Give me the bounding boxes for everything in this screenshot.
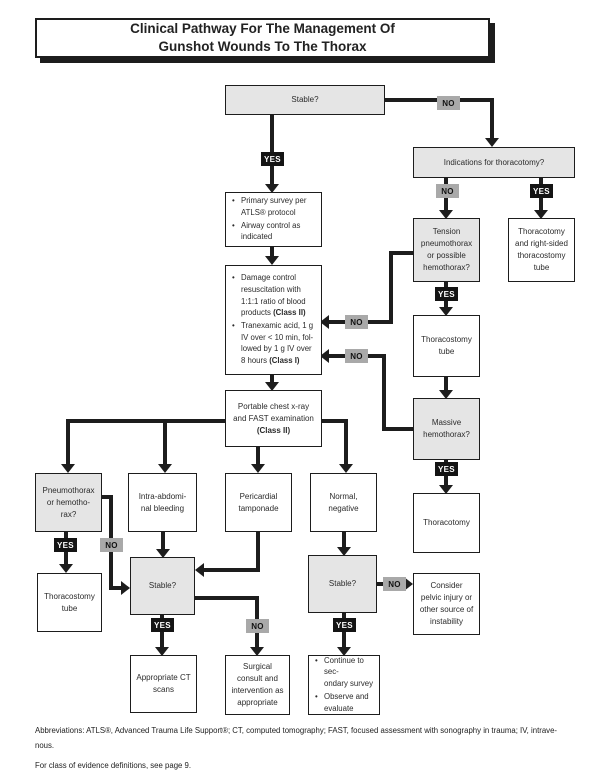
label-no: NO	[383, 577, 406, 591]
arrowhead-down-icon	[251, 464, 265, 473]
node-stable-left: Stable?	[130, 557, 195, 615]
arrowhead-down-icon	[265, 184, 279, 193]
connector-damage-portable	[270, 375, 274, 383]
bullet-icon: •	[315, 655, 318, 665]
arrowhead-down-icon	[485, 138, 499, 147]
arrowhead-down-icon	[61, 464, 75, 473]
page-title: Clinical Pathway For The Management Of G…	[35, 18, 490, 58]
arrowhead-down-icon	[265, 256, 279, 265]
connector-stableleft-no-h	[195, 596, 259, 600]
arrowhead-down-icon	[337, 647, 351, 656]
connector-pneumo-no-h2	[109, 586, 122, 590]
node-stable-top: Stable?	[225, 85, 385, 115]
connector-tension-no-v	[389, 251, 393, 322]
connector-primary-damage	[270, 247, 274, 257]
page-title-line2: Gunshot Wounds To The Thorax	[158, 39, 367, 54]
arrowhead-down-icon	[250, 647, 264, 656]
node-consider-pelvic-injury: Consider pelvic injury or other source o…	[413, 573, 480, 635]
node-tension-pneumothorax: Tension pneumothorax or possible hemotho…	[413, 218, 480, 282]
connector-pneumo-no-h1	[102, 495, 113, 499]
connector-portable-pericardial	[256, 447, 260, 465]
label-yes: YES	[151, 618, 174, 632]
node-pneumothorax-hemothorax: Pneumothorax or hemotho- rax?	[35, 473, 102, 532]
arrowhead-down-icon	[439, 390, 453, 399]
label-yes: YES	[435, 287, 458, 301]
label-no: NO	[345, 315, 368, 329]
label-no: NO	[436, 184, 459, 198]
label-no: NO	[437, 96, 460, 110]
bullet-icon: •	[232, 220, 235, 230]
arrowhead-left-icon	[320, 315, 329, 329]
node-damage-control: •Damage control resuscitation with 1:1:1…	[225, 265, 322, 375]
connector-tube-massive	[444, 377, 448, 391]
connector-normal-stable	[342, 532, 346, 548]
page-title-line1: Clinical Pathway For The Management Of	[130, 20, 395, 36]
arrowhead-down-icon	[59, 564, 73, 573]
connector-massive-no-v	[382, 354, 386, 431]
node-thoracotomy-right-sided: Thoracotomy and right-sided thoracostomy…	[508, 218, 575, 282]
footer-abbreviations: Abbreviations: ATLS®, Advanced Trauma Li…	[35, 726, 558, 750]
connector-massive-no-h1	[382, 427, 413, 431]
arrowhead-down-icon	[155, 647, 169, 656]
arrowhead-down-icon	[439, 210, 453, 219]
label-no: NO	[246, 619, 269, 633]
label-yes: YES	[54, 538, 77, 552]
arrowhead-right-icon	[404, 577, 413, 591]
arrowhead-down-icon	[156, 549, 170, 558]
connector-tension-no-h1	[389, 251, 413, 255]
node-portable-xray-fast: Portable chest x-ray and FAST examinatio…	[225, 390, 322, 447]
arrowhead-down-icon	[265, 382, 279, 391]
node-continue-secondary-survey: •Continue to sec- ondary survey •Observe…	[308, 655, 380, 715]
node-thoracostomy-tube-left: Thoracostomy tube	[37, 573, 102, 632]
bullet-icon: •	[232, 196, 235, 206]
connector-portable-left-h	[66, 419, 225, 423]
label-yes: YES	[530, 184, 553, 198]
arrowhead-down-icon	[337, 547, 351, 556]
node-massive-hemothorax: Massive hemothorax?	[413, 398, 480, 460]
arrowhead-down-icon	[439, 485, 453, 494]
arrowhead-right-icon	[121, 581, 130, 595]
node-primary-survey: •Primary survey per ATLS® protocol •Airw…	[225, 192, 322, 247]
label-no: NO	[100, 538, 123, 552]
connector-pericardial-h	[203, 568, 260, 572]
node-thoracotomy: Thoracotomy	[413, 493, 480, 553]
arrowhead-down-icon	[534, 210, 548, 219]
bullet-icon: •	[315, 691, 318, 701]
connector-stable-yes-v	[270, 115, 274, 185]
node-indications-thoracotomy: Indications for thoracotomy?	[413, 147, 575, 178]
label-yes: YES	[333, 618, 356, 632]
node-intraabdominal-bleeding: Intra-abdomi- nal bleeding	[128, 473, 197, 532]
arrowhead-left-icon	[320, 349, 329, 363]
connector-portable-normal-h	[322, 419, 348, 423]
label-yes: YES	[261, 152, 284, 166]
arrowhead-down-icon	[339, 464, 353, 473]
arrowhead-left-icon	[195, 563, 204, 577]
connector-portable-intra-v	[163, 419, 167, 465]
node-surgical-consult: Surgical consult and intervention as app…	[225, 655, 290, 715]
node-stable-right: Stable?	[308, 555, 377, 613]
arrowhead-down-icon	[439, 307, 453, 316]
arrowhead-down-icon	[158, 464, 172, 473]
node-thoracostomy-tube-right: Thoracostomy tube	[413, 315, 480, 377]
node-pericardial-tamponade: Pericardial tamponade	[225, 473, 292, 532]
node-appropriate-ct-scans: Appropriate CT scans	[130, 655, 197, 713]
connector-stable-no-v	[490, 98, 494, 140]
label-yes: YES	[435, 462, 458, 476]
connector-intra-stable	[161, 532, 165, 550]
bullet-icon: •	[232, 273, 235, 283]
connector-portable-pneumo-v	[66, 419, 70, 465]
connector-portable-normal-v	[344, 419, 348, 465]
node-normal-negative: Normal, negative	[310, 473, 377, 532]
bullet-icon: •	[232, 321, 235, 330]
label-no: NO	[345, 349, 368, 363]
footer-evidence-note: For class of evidence definitions, see p…	[35, 761, 192, 770]
connector-pericardial-v	[256, 532, 260, 572]
